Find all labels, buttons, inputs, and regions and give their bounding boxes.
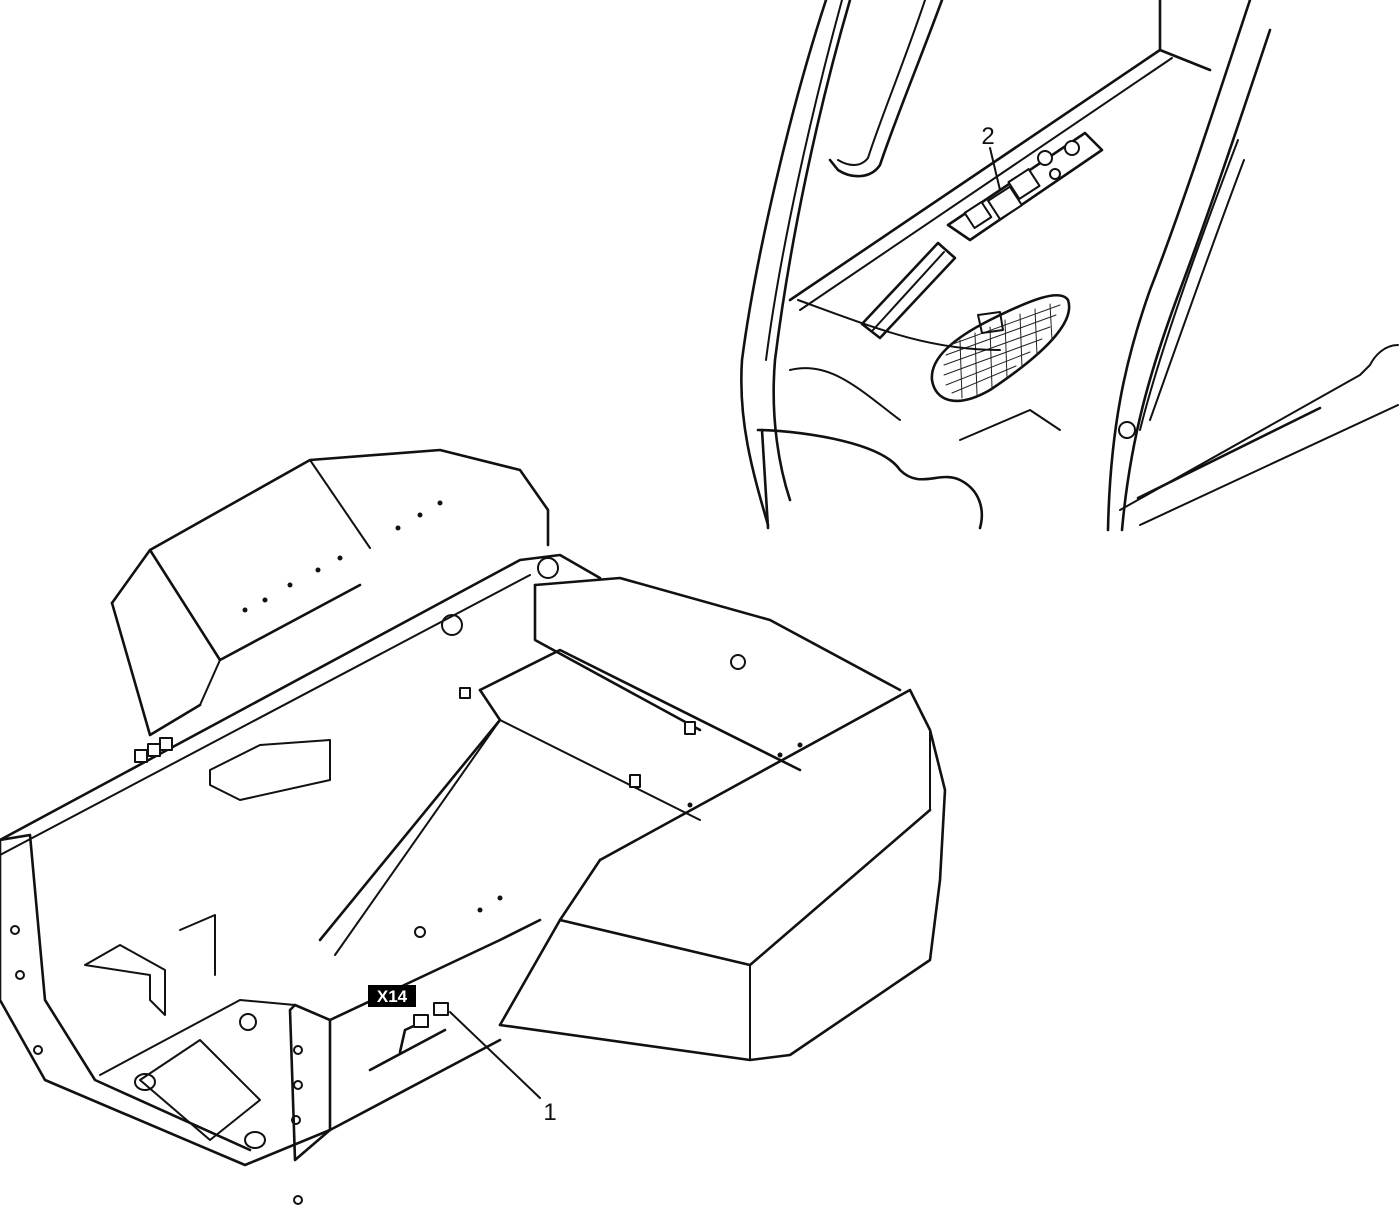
frame-rail-right — [533, 576, 902, 692]
panel-bolts — [242, 500, 803, 913]
end-plate — [288, 1003, 332, 1162]
cab-interior-view — [740, 0, 1399, 532]
harness-cable — [368, 1028, 447, 1072]
frame-holes — [10, 557, 746, 1205]
grille-mesh — [943, 303, 1061, 399]
frame-lower-edge — [0, 838, 332, 1167]
pillar-bolt — [1118, 421, 1136, 439]
frame-rail-upper — [0, 553, 602, 842]
panel-knob — [1064, 140, 1080, 156]
front-box — [498, 688, 947, 1062]
cab-right-pillar-inner — [1120, 28, 1272, 532]
connector-tag-label: X14 — [377, 987, 408, 1006]
cab-rear-panel — [1158, 0, 1212, 72]
speaker-grille — [930, 293, 1071, 403]
cab-right-pillar-outer — [1106, 0, 1252, 532]
cab-left-pillar-inner — [772, 0, 852, 502]
bracket-left — [84, 944, 166, 1016]
machine-frame-view — [0, 448, 947, 1205]
inner-diagonal-member — [318, 688, 502, 942]
bracket-mid — [209, 739, 331, 801]
callout-2-leader — [989, 147, 1001, 191]
callout-2-label: 2 — [981, 123, 994, 150]
cab-left-pillar-outer — [740, 0, 828, 527]
air-vent-slot — [860, 241, 957, 340]
connector-tag-box — [368, 985, 416, 1007]
rocker-switch — [987, 185, 1023, 221]
roller-assembly — [139, 1039, 261, 1141]
callout-1-label: 1 — [543, 1099, 556, 1126]
harness-x14: X14 — [368, 985, 541, 1099]
seat-contour — [756, 428, 984, 530]
key-switch — [1037, 150, 1053, 166]
callout-1-leader — [449, 1011, 541, 1099]
connector-plug-a — [413, 1014, 429, 1028]
switch-panel — [946, 131, 1104, 242]
grab-handle — [828, 0, 944, 178]
connector-plug-b — [433, 1002, 449, 1016]
